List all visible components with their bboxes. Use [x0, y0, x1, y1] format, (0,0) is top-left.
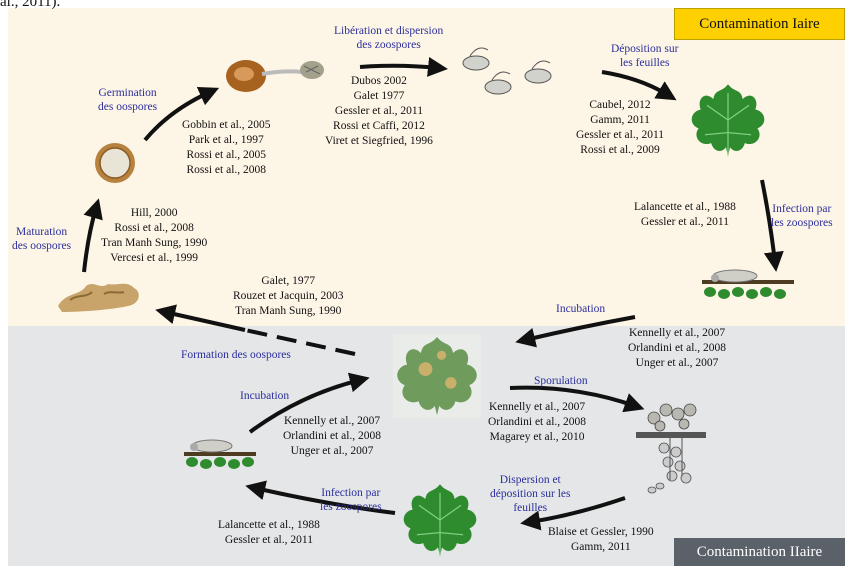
refs-incubation-right: Kennelly et al., 2007Orlandini et al., 2…: [628, 326, 726, 371]
label-formation: Formation des oospores: [181, 348, 291, 362]
label-sporulation: Sporulation: [534, 374, 588, 388]
refs-infection-bottom: Lalancette et al., 1988Gessler et al., 2…: [218, 518, 320, 548]
label-germination: Germinationdes oospores: [98, 86, 157, 114]
refs-liberation: Dubos 2002Galet 1977Gessler et al., 2011…: [325, 74, 433, 149]
refs-deposition: Caubel, 2012Gamm, 2011Gessler et al., 20…: [576, 98, 664, 158]
refs-incubation-left: Kennelly et al., 2007Orlandini et al., 2…: [283, 414, 381, 459]
germinating-oospore-icon: [226, 60, 324, 92]
label-incubation-right: Incubation: [556, 302, 605, 316]
refs-formation: Galet, 1977Rouzet et Jacquin, 2003Tran M…: [233, 274, 344, 319]
label-dispersion: Dispersion etdéposition sur lesfeuilles: [490, 473, 571, 515]
label-deposition: Déposition surles feuilles: [611, 42, 678, 70]
oospore-icon: [95, 143, 135, 183]
infected-leaf-icon: [393, 334, 481, 418]
arrow-maturation: [84, 208, 96, 272]
label-maturation: Maturationdes oospores: [12, 225, 71, 253]
label-incubation-left: Incubation: [240, 389, 289, 403]
arrow-liberation: [360, 66, 438, 68]
arrow-incubation-right: [525, 317, 635, 340]
label-liberation: Libération et dispersiondes zoospores: [334, 24, 443, 52]
zoospore-icon: [463, 48, 551, 94]
refs-germination: Gobbin et al., 2005Park et al., 1997Ross…: [182, 118, 270, 178]
refs-infection-top: Lalancette et al., 1988Gessler et al., 2…: [634, 200, 736, 230]
sporangiophore-icon: [636, 404, 706, 493]
label-infection-bottom: Infection parles zoospores: [320, 486, 382, 514]
arrow-deposition: [602, 72, 668, 95]
leaf-section-icon: [702, 270, 794, 299]
leaf-section-icon: [184, 440, 256, 469]
vine-leaf-icon: [692, 84, 765, 155]
vine-leaf-icon: [404, 484, 477, 555]
label-infection-top: Infection parles zoospores: [771, 202, 833, 230]
oospore-cluster-icon: [58, 284, 139, 312]
refs-dispersion: Blaise et Gessler, 1990Gamm, 2011: [548, 525, 654, 555]
refs-sporulation: Kennelly et al., 2007Orlandini et al., 2…: [488, 400, 586, 445]
refs-maturation: Hill, 2000Rossi et al., 2008Tran Manh Su…: [101, 206, 207, 266]
